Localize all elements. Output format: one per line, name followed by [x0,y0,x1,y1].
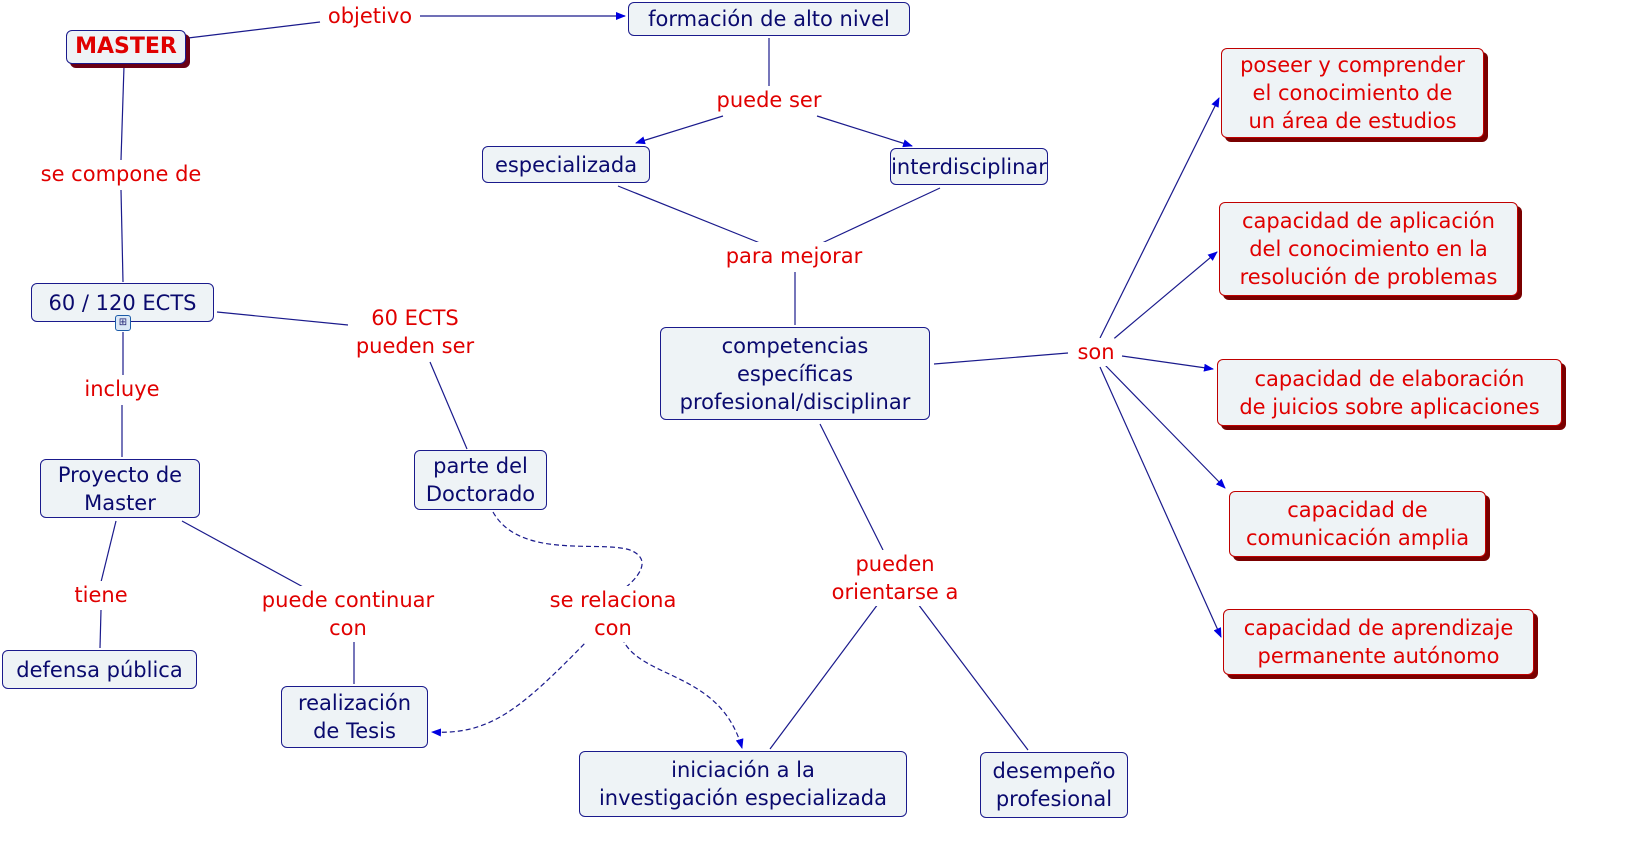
concept-desempeno-profesional[interactable]: desempeño profesional [980,752,1128,818]
concept-capacidad-elaboracion[interactable]: capacidad de elaboración de juicios sobr… [1217,359,1562,426]
concept-realizacion-tesis[interactable]: realización de Tesis [281,686,428,748]
submap-icon[interactable]: ⊞ [115,315,131,331]
link-tiene[interactable]: tiene [74,581,128,609]
link-se-compone-de[interactable]: se compone de [40,160,202,188]
link-se-relaciona[interactable]: se relaciona con [549,586,677,642]
link-puede-continuar[interactable]: puede continuar con [261,586,435,642]
concept-master[interactable]: MASTER [66,30,186,64]
concept-capacidad-aprendizaje[interactable]: capacidad de aprendizaje permanente autó… [1223,609,1534,675]
link-para-mejorar[interactable]: para mejorar [725,242,863,270]
link-son[interactable]: son [1077,338,1115,366]
concept-poseer-comprender[interactable]: poseer y comprender el conocimiento de u… [1221,48,1484,138]
concept-interdisciplinar[interactable]: interdisciplinar [890,148,1048,185]
concept-capacidad-comunicacion[interactable]: capacidad de comunicación amplia [1229,491,1486,557]
concept-formacion-alto-nivel[interactable]: formación de alto nivel [628,2,910,36]
link-objetivo[interactable]: objetivo [327,2,413,30]
link-pueden-orientarse[interactable]: pueden orientarse a [831,550,959,606]
concept-competencias[interactable]: competencias específicas profesional/dis… [660,327,930,420]
concept-iniciacion-investigacion[interactable]: iniciación a la investigación especializ… [579,751,907,817]
concept-proyecto-master[interactable]: Proyecto de Master [40,459,200,518]
concept-capacidad-aplicacion[interactable]: capacidad de aplicación del conocimiento… [1219,202,1518,296]
concept-defensa-publica[interactable]: defensa pública [2,650,197,689]
link-pueden-ser[interactable]: 60 ECTS pueden ser [355,304,475,360]
link-incluye[interactable]: incluye [84,375,160,403]
concept-parte-doctorado[interactable]: parte del Doctorado [414,450,547,510]
link-puede-ser[interactable]: puede ser [716,86,822,114]
concept-especializada[interactable]: especializada [482,146,650,183]
